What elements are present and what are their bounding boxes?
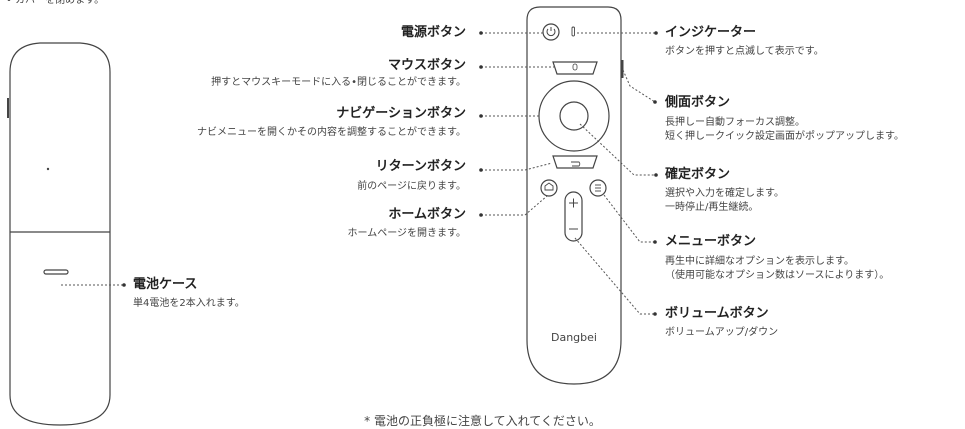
volume-button-desc: ボリュームアップ/ダウン — [665, 327, 779, 338]
mouse-button-desc: 押すとマウスキーモードに入る•閉じることができます。 — [211, 77, 466, 88]
top-note: • カバーを閉めます。 — [6, 0, 105, 6]
volume-button-title: ボリュームボタン — [665, 306, 769, 321]
menu-button-desc-2: （使用可能なオプション数はソースによります）。 — [665, 270, 890, 281]
menu-button-desc-1: 再生中に詳細なオプションを表示します。 — [665, 256, 854, 267]
side-button-desc-1: 長押しー自動フォーカス調整。 — [665, 117, 805, 128]
side-button-title: 側面ボタン — [665, 95, 731, 110]
indicator-desc: ボタンを押すと点滅して表示です。 — [665, 46, 824, 57]
home-button-desc: ホームページを開きます。 — [347, 228, 467, 239]
menu-button-title: メニューボタン — [665, 234, 757, 249]
return-button-desc: 前のページに戻ります。 — [357, 181, 466, 192]
navi-button-title: ナビゲーションボタン — [336, 106, 466, 121]
footer-note: * 電池の正負極に注意して入れてください。 — [364, 414, 601, 428]
side-button-desc-2: 短く押しークイック設定画面がポップアップします。 — [665, 131, 904, 142]
return-button-title: リターンボタン — [375, 159, 466, 174]
leader-lines — [61, 32, 656, 315]
mouse-button-title: マウスボタン — [387, 58, 466, 73]
remote-brand-logo: Dangbei — [551, 331, 597, 344]
indicator-title: インジケーター — [665, 25, 757, 40]
confirm-button-desc-2: 一時停止/再生継続。 — [665, 202, 759, 213]
confirm-button-title: 確定ボタン — [665, 167, 731, 182]
remote-back-illustration — [7, 42, 111, 426]
battery-case-desc: 単4電池を2本入れます。 — [133, 298, 245, 309]
power-button-title: 電源ボタン — [400, 25, 466, 40]
battery-case-title: 電池ケース — [133, 277, 198, 292]
confirm-button-desc-1: 選択や入力を確定します。 — [665, 188, 784, 199]
home-button-title: ホームボタン — [388, 207, 466, 222]
leader-dots — [122, 31, 658, 316]
remote-front-illustration — [526, 6, 624, 385]
navi-button-desc: ナビメニューを開くかその内容を調整することができます。 — [197, 127, 466, 138]
